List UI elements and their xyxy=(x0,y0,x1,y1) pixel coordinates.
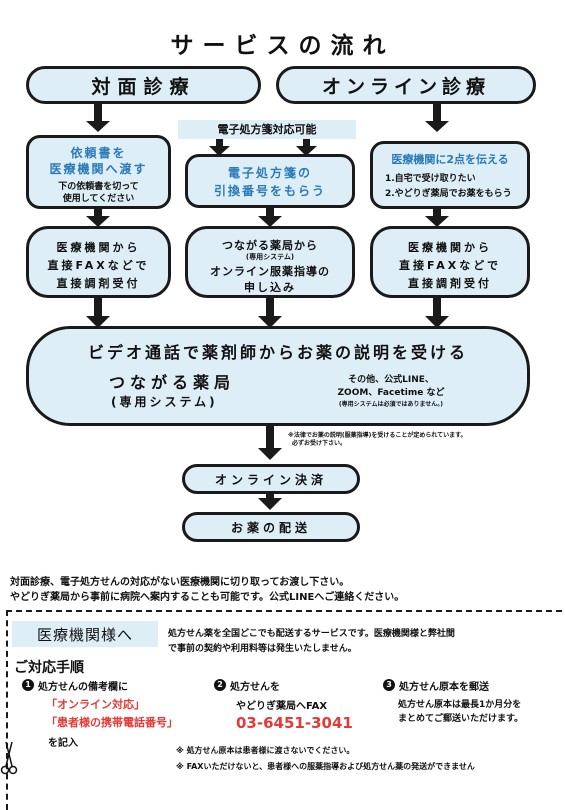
info-line2: やどりぎ薬局から事前に病院へ案内することも可能です。公式LINEへご連絡ください… xyxy=(10,592,405,603)
page-title: サービスの流れ xyxy=(170,33,395,59)
tell-clinic-item2: 2.やどりぎ薬局でお薬をもらう xyxy=(385,189,512,199)
delivery-box: お薬の配送 xyxy=(182,512,360,542)
step3-line2: 処方せん原本は最長1か月分を xyxy=(398,700,522,710)
fax-left-line3: 直接調剤受付 xyxy=(56,277,141,290)
clinic-badge: 医療機関様へ xyxy=(12,621,158,647)
step1-number-icon: 1 xyxy=(22,679,34,691)
step2-line2: やどりぎ薬局へFAX xyxy=(236,701,328,712)
clinic-desc-line1: 処方せん薬を全国どこでも配送するサービスです。医療機関様と弊社間 xyxy=(168,629,455,639)
cut-line-border xyxy=(6,610,562,810)
info-line1: 対面診療、電子処方せんの対応がない医療機関に切り取ってお渡し下さい。 xyxy=(10,577,350,588)
online-payment-label: オンライン決済 xyxy=(214,472,327,487)
request-form-box: 依頼書を 医療機関へ渡す 下の依頼書を切って 使用してください xyxy=(26,135,171,209)
law-note-line1: ※法律でお薬の説明(服薬指導)を受けることが定められています。 xyxy=(288,432,467,439)
flow-arrows xyxy=(86,103,449,510)
online-guidance-line2: (専用システム) xyxy=(245,253,295,261)
online-consultation-box: オンライン診療 xyxy=(276,66,536,104)
step2-head: 処方せんを xyxy=(230,682,280,693)
clinic-note1: ※ 処方せん原本は患者様に渡さないでください。 xyxy=(176,746,355,755)
fax-reception-right-box: 医療機関から 直接FAXなどで 直接調剤受付 xyxy=(370,226,530,298)
step1-red-phone: 「患者様の携帯電話番号」 xyxy=(46,716,178,729)
exchange-number-box: 電子処方箋の 引換番号をもらう xyxy=(185,154,355,208)
video-other-line3: (専用システムは必須ではありません。) xyxy=(338,401,444,408)
online-guidance-box: つながる薬局から (専用システム) オンライン服薬指導の 申し込み xyxy=(185,226,355,298)
delivery-label: お薬の配送 xyxy=(230,520,311,535)
fax-right-line2: 直接FAXなどで xyxy=(398,259,502,272)
online-payment-box: オンライン決済 xyxy=(182,464,360,494)
request-form-line2: 医療機関へ渡す xyxy=(49,162,148,176)
fax-number: 03-6451-3041 xyxy=(236,714,353,732)
fax-left-line2: 直接FAXなどで xyxy=(47,259,150,272)
online-guidance-line4: 申し込み xyxy=(244,281,296,294)
fax-right-line3: 直接調剤受付 xyxy=(408,277,492,290)
tell-clinic-box: 医療機関に2点を伝える 1.自宅で受け取りたい 2.やどりぎ薬局でお薬をもらう xyxy=(370,141,530,209)
video-system-name: つながる薬局 xyxy=(109,373,236,392)
request-form-note1: 下の依頼書を切って xyxy=(58,182,139,192)
face-to-face-consultation-box: 対面診療 xyxy=(26,66,261,104)
scissors-icon xyxy=(0,741,18,775)
video-consultation-box: ビデオ通話で薬剤師からお薬の説明を受ける つながる薬局 (専用システム) その他… xyxy=(26,326,530,426)
online-guidance-line1: つながる薬局から xyxy=(222,239,318,252)
step3-number-icon: 3 xyxy=(383,679,395,691)
online-consultation-label: オンライン診療 xyxy=(321,75,490,98)
fax-reception-left-box: 医療機関から 直接FAXなどで 直接調剤受付 xyxy=(26,226,171,298)
video-other-line2: ZOOM、Facetime など xyxy=(337,388,445,398)
request-form-note2: 使用してください xyxy=(62,194,135,204)
e-prescription-banner: 電子処方箋対応可能 xyxy=(178,120,356,139)
fax-right-line1: 医療機関から xyxy=(408,241,492,254)
step1-red-online: 「オンライン対応」 xyxy=(46,698,145,711)
fax-left-line1: 医療機関から xyxy=(56,241,141,254)
step1-tail: を記入 xyxy=(48,738,78,749)
exchange-number-line1: 電子処方箋の xyxy=(227,166,312,180)
video-title: ビデオ通話で薬剤師からお薬の説明を受ける xyxy=(87,343,468,362)
video-other-line1: その他、公式LINE、 xyxy=(348,375,434,385)
request-form-line1: 依頼書を xyxy=(70,146,127,160)
online-guidance-line3: オンライン服薬指導の xyxy=(210,265,330,278)
clinic-note2: ※ FAXいただけないと、患者様への服薬指導および処方せん薬の発送ができません xyxy=(176,762,475,771)
procedure-heading: ご対応手順 xyxy=(14,660,84,676)
step2-number-icon: 2 xyxy=(214,679,226,691)
step1-head: 処方せんの備考欄に xyxy=(38,682,128,693)
step3-line3: まとめてご郵送いただけます。 xyxy=(398,714,524,724)
exchange-number-line2: 引換番号をもらう xyxy=(213,184,326,198)
video-system-note: (専用システム) xyxy=(111,395,218,409)
law-note-line2: 必ずお受け下さい。 xyxy=(292,440,347,447)
tell-clinic-head: 医療機関に2点を伝える xyxy=(391,153,509,166)
clinic-desc-line2: で事前の契約や利用料等は発生いたしません。 xyxy=(168,644,357,654)
step3-head: 処方せん原本を郵送 xyxy=(399,682,489,693)
face-to-face-label: 対面診療 xyxy=(91,75,196,98)
tell-clinic-item1: 1.自宅で受け取りたい xyxy=(385,174,476,184)
